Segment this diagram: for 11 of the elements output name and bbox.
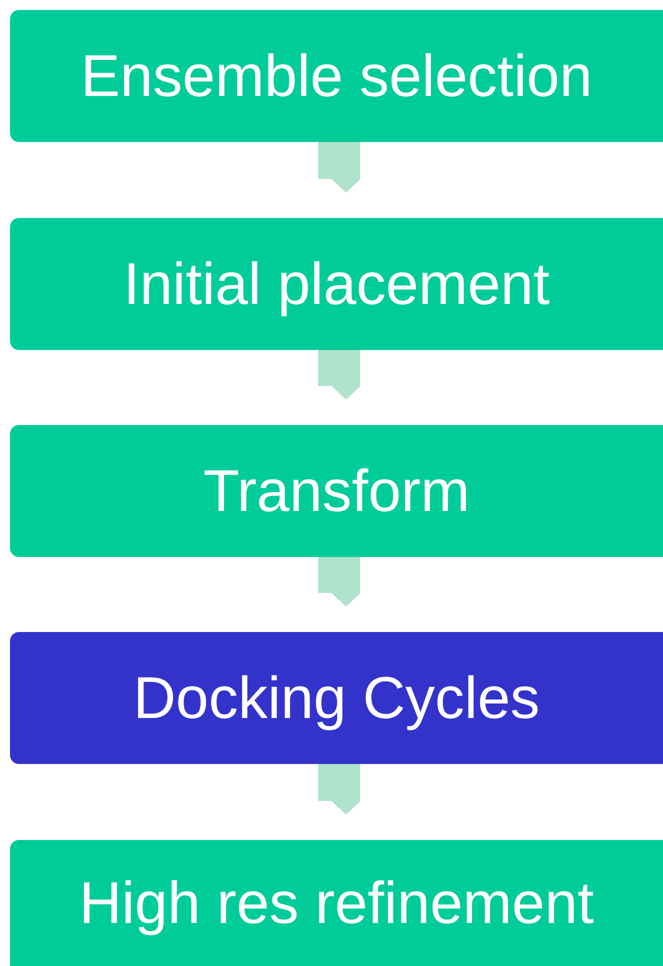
box-label: Transform	[203, 462, 470, 520]
process-box	[10, 10, 663, 142]
process-box	[10, 218, 663, 350]
arrow	[318, 557, 361, 607]
arrow	[318, 142, 361, 193]
process-box	[10, 425, 663, 557]
box-label: Ensemble selection	[80, 46, 592, 106]
arrow	[318, 350, 361, 400]
process-box	[10, 840, 663, 966]
arrow	[318, 764, 361, 815]
process-box	[10, 632, 663, 764]
